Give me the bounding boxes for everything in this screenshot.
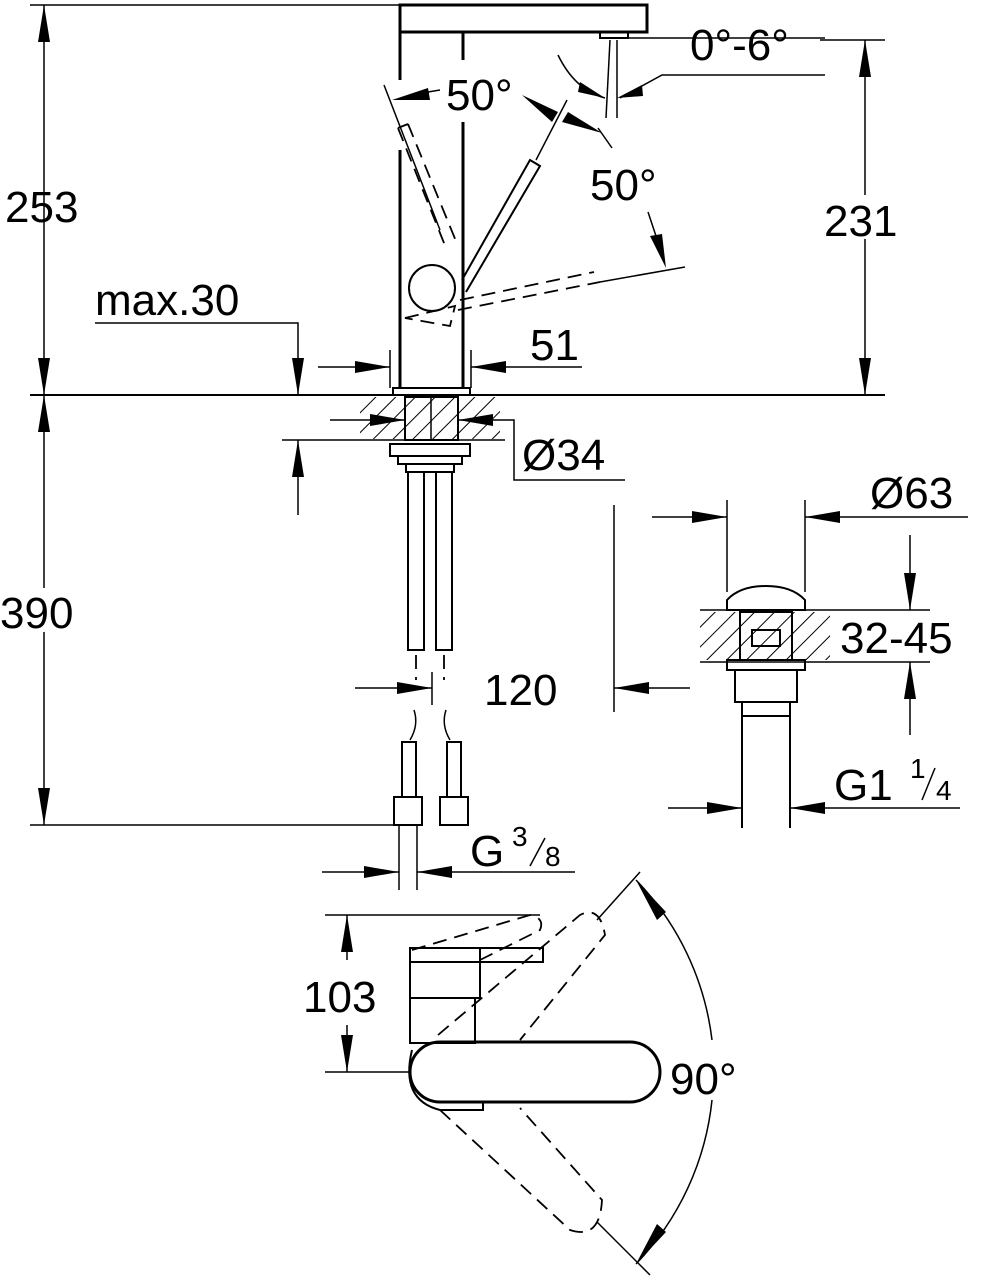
dimension-253 (30, 4, 400, 395)
mounting-shank (360, 396, 500, 473)
aerator (599, 31, 629, 39)
waste-thread-denominator: 4 (936, 775, 952, 806)
top-view-height-label: 103 (303, 973, 376, 1022)
lever-handle (408, 1040, 662, 1104)
waste-range-label: 32-45 (840, 614, 953, 663)
rotation-angle-label: 90° (670, 1055, 737, 1104)
spout-tilt-label: 0°-6° (690, 21, 789, 70)
hose-thread-label: G (470, 827, 504, 876)
base-width-label: 51 (530, 321, 579, 370)
lever-rotated-up (437, 911, 606, 1041)
spout-height-label: 231 (824, 197, 897, 246)
handle-hub (408, 264, 456, 312)
lever-right-position (457, 271, 601, 311)
waste-diameter-label: Ø63 (870, 469, 953, 518)
lever-rotated-down (439, 1107, 603, 1233)
hose-spacing-label: 120 (484, 666, 557, 715)
pop-up-waste (700, 584, 930, 828)
hose-thread-numerator: 3 (512, 821, 528, 852)
base (392, 387, 471, 396)
spout (398, 3, 649, 34)
waste-thread-numerator: 1 (910, 753, 926, 784)
shank-diameter-label: Ø34 (522, 431, 605, 480)
faucet-top-view (408, 911, 662, 1233)
lever-angle-right-label: 50° (590, 161, 657, 210)
faucet-side-view (383, 3, 825, 396)
hose-thread-denominator: 8 (545, 841, 561, 872)
max-thickness-label: max.30 (95, 276, 239, 325)
hose-length-label: 390 (0, 589, 73, 638)
total-height-label: 253 (5, 183, 78, 232)
lever (461, 158, 542, 293)
supply-hoses (393, 471, 469, 826)
lever-angle-left-label: 50° (446, 71, 513, 120)
rotation-arc (596, 871, 713, 1276)
waste-thread-label: G1 (834, 761, 893, 810)
